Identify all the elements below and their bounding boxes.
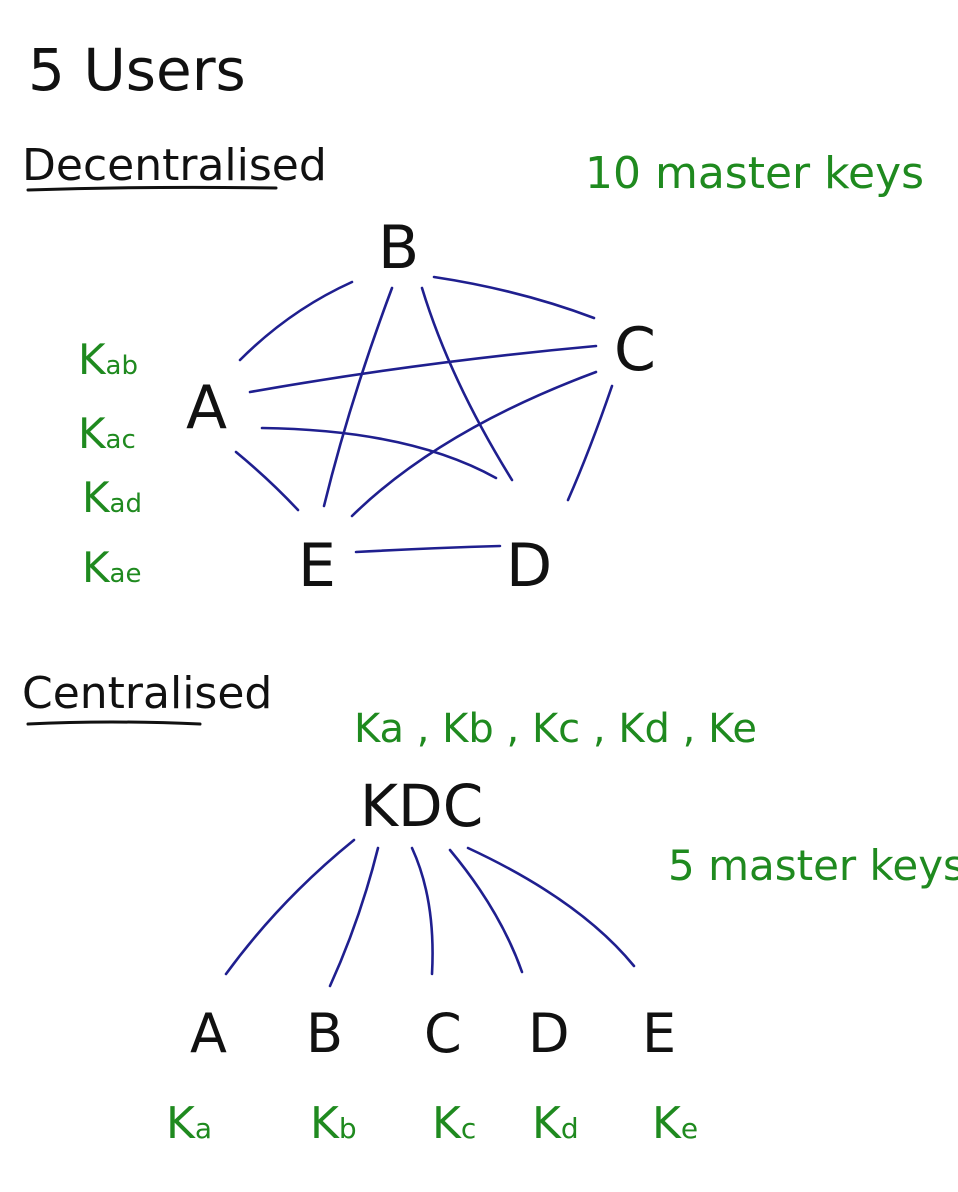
key-ab: Kab <box>78 335 138 384</box>
kdc-edge-c <box>410 846 434 976</box>
edge-c-e <box>350 370 598 518</box>
kdc-keys-label: Ka , Kb , Kc , Kd , Ke <box>354 706 757 752</box>
kdc-edge-e <box>466 846 636 968</box>
kdc-edges <box>224 838 636 988</box>
user-d: D <box>528 1002 570 1065</box>
edge-a-c <box>248 344 598 394</box>
mesh-node-b: B <box>378 213 419 283</box>
centralised-key-count-note: 5 master keys <box>668 841 958 890</box>
kdc-edge-d <box>448 848 524 974</box>
kdc-label: KDC <box>360 772 483 840</box>
edge-a-e <box>234 450 300 512</box>
user-key-d: Kd <box>532 1098 579 1149</box>
user-key-c: Kc <box>432 1098 476 1149</box>
mesh-node-a: A <box>186 373 227 443</box>
decentralised-heading: Decentralised <box>22 140 327 191</box>
edge-c-d <box>566 384 614 502</box>
user-key-e: Ke <box>652 1098 698 1149</box>
mesh-edges <box>234 275 614 554</box>
user-c: C <box>424 1002 462 1065</box>
decentralised-key-count-note: 10 master keys <box>585 148 924 199</box>
edge-b-e <box>322 286 394 508</box>
edge-d-e <box>354 544 502 554</box>
key-ad: Kad <box>82 473 142 522</box>
centralised-heading: Centralised <box>22 668 272 719</box>
user-a: A <box>190 1002 227 1065</box>
page-title: 5 Users <box>28 36 246 104</box>
decentralised-heading-underline <box>26 185 278 192</box>
mesh-node-d: D <box>506 531 552 601</box>
centralised-heading-underline <box>26 720 202 726</box>
edge-b-c <box>432 275 596 320</box>
edge-a-d <box>260 426 498 480</box>
kdc-edge-b <box>328 846 380 988</box>
key-ac: Kac <box>78 409 136 458</box>
a-keys-list: Kab Kac Kad Kae <box>78 335 142 592</box>
user-key-a: Ka <box>166 1098 212 1149</box>
user-e: E <box>642 1002 676 1065</box>
mesh-node-c: C <box>614 315 656 385</box>
user-key-b: Kb <box>310 1098 357 1149</box>
user-b: B <box>306 1002 343 1065</box>
kdc-edge-a <box>224 838 356 976</box>
mesh-node-e: E <box>298 531 336 601</box>
edge-a-b <box>238 280 354 362</box>
edge-b-d <box>420 286 514 482</box>
user-keys: Ka Kb Kc Kd Ke <box>166 1098 698 1149</box>
key-ae: Kae <box>82 543 141 592</box>
